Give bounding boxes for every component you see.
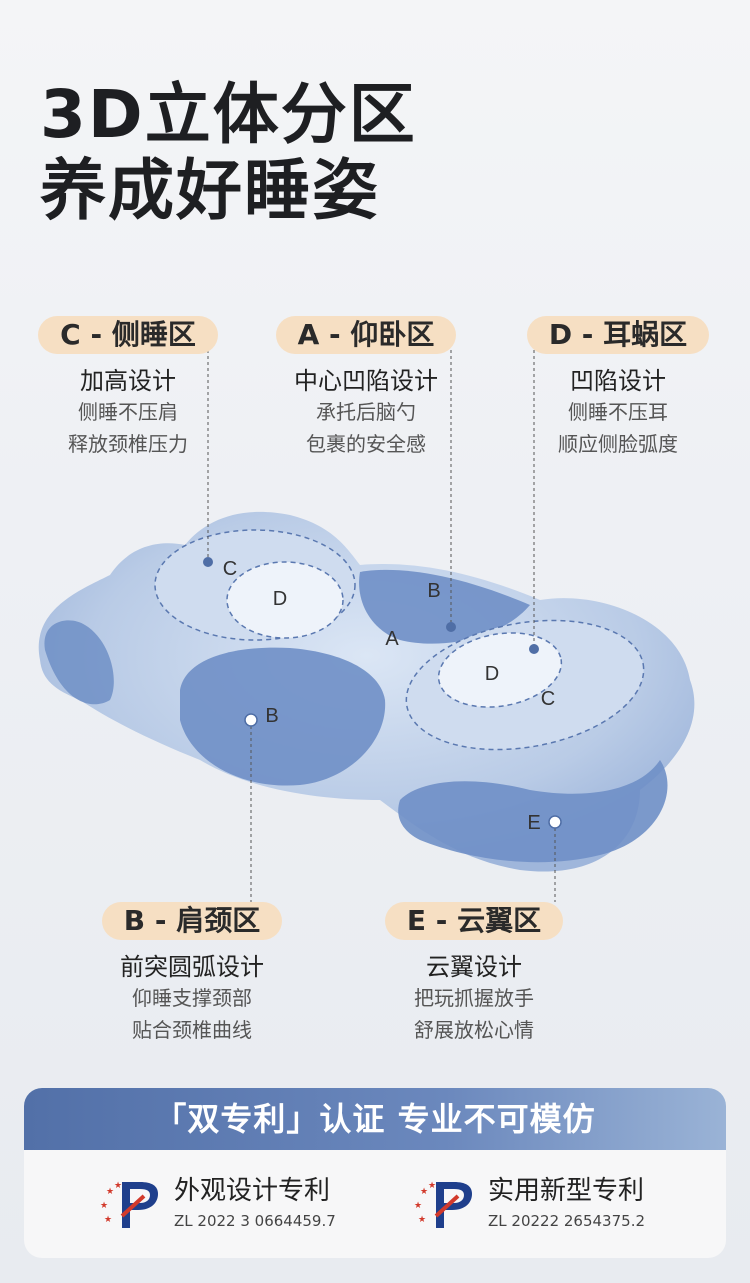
label-d-left: D — [273, 588, 287, 610]
zone-d-right-outline — [437, 632, 563, 708]
wing-left — [44, 620, 114, 705]
zone-e-callout: E - 云翼区 云翼设计 把玩抓握放手 舒展放松心情 — [382, 902, 566, 1046]
zone-e-line-3: 舒展放松心情 — [414, 1018, 534, 1042]
patent-utility-name: 实用新型专利 — [488, 1176, 645, 1206]
zone-c-tag: C - 侧睡区 — [38, 316, 218, 354]
patent-logo-icon: ★ ★ ★ ★ — [100, 1181, 158, 1228]
label-b-top: B — [427, 580, 440, 602]
patent-design-name: 外观设计专利 — [174, 1176, 331, 1206]
patent-logo-icon: ★ ★ ★ ★ — [414, 1181, 472, 1228]
zone-b-line-2: 仰睡支撑颈部 — [132, 986, 252, 1010]
zone-d-line-3: 顺应侧脸弧度 — [558, 432, 678, 456]
marker-e — [548, 815, 562, 829]
zone-b-left-area — [180, 647, 386, 786]
label-d-right: D — [485, 663, 499, 685]
zone-b-top-area — [359, 569, 530, 644]
marker-b — [244, 713, 258, 727]
svg-text:★: ★ — [414, 1201, 422, 1211]
marker-c — [203, 557, 213, 567]
zone-c-right-outline — [405, 619, 645, 751]
patent-utility-number: ZL 20222 2654375.2 — [488, 1212, 646, 1230]
label-e: E — [527, 812, 540, 834]
zone-e-line-2: 把玩抓握放手 — [414, 986, 534, 1010]
svg-text:★: ★ — [428, 1181, 436, 1191]
marker-d — [529, 644, 539, 654]
zone-c-line-3: 释放颈椎压力 — [68, 432, 188, 456]
zone-a-tag: A - 仰卧区 — [275, 316, 457, 354]
svg-text:★: ★ — [106, 1187, 114, 1197]
zone-d-callout: D - 耳蜗区 凹陷设计 侧睡不压耳 顺应侧脸弧度 — [526, 316, 710, 460]
svg-text:★: ★ — [104, 1215, 112, 1225]
zone-d-line-1: 凹陷设计 — [570, 367, 666, 395]
label-c-left: C — [223, 558, 237, 580]
label-c-right: C — [541, 688, 555, 710]
svg-text:★: ★ — [100, 1201, 108, 1211]
svg-text:★: ★ — [418, 1215, 426, 1225]
headline-line-2: 养成好睡姿 — [40, 152, 380, 229]
zone-a-callout: A - 仰卧区 中心凹陷设计 承托后脑勺 包裹的安全感 — [274, 316, 458, 460]
zone-e-line-1: 云翼设计 — [426, 953, 522, 981]
marker-a — [446, 622, 456, 632]
zone-c-line-2: 侧睡不压肩 — [78, 400, 178, 424]
zone-c-callout: C - 侧睡区 加高设计 侧睡不压肩 释放颈椎压力 — [36, 316, 220, 460]
zone-d-line-2: 侧睡不压耳 — [568, 400, 668, 424]
pillow-body — [38, 511, 695, 872]
patent-item-design: 外观设计专利 ZL 2022 3 0664459.7 — [174, 1176, 336, 1230]
zone-d-left-outline — [226, 561, 344, 639]
zone-d-tag: D - 耳蜗区 — [526, 316, 710, 354]
zone-b-line-3: 贴合颈椎曲线 — [132, 1018, 252, 1042]
label-b-left: B — [265, 705, 278, 727]
label-a: A — [385, 628, 399, 650]
zone-a-line-1: 中心凹陷设计 — [294, 367, 438, 395]
zone-b-line-1: 前突圆弧设计 — [120, 953, 264, 981]
svg-text:★: ★ — [114, 1181, 122, 1191]
zone-a-line-2: 承托后脑勺 — [316, 400, 416, 424]
zone-e-area — [398, 760, 668, 863]
zone-e-tag: E - 云翼区 — [384, 902, 564, 940]
svg-text:★: ★ — [420, 1187, 428, 1197]
zone-c-left-outline — [154, 529, 356, 641]
patent-item-utility: 实用新型专利 ZL 20222 2654375.2 — [488, 1176, 645, 1230]
patent-banner: 「双专利」认证 专业不可模仿 — [24, 1088, 726, 1150]
patent-card: 「双专利」认证 专业不可模仿 ★ ★ ★ ★ 外观设计专利 ZL 2022 3 … — [24, 1088, 726, 1258]
zone-b-callout: B - 肩颈区 前突圆弧设计 仰睡支撑颈部 贴合颈椎曲线 — [100, 902, 284, 1046]
zone-b-tag: B - 肩颈区 — [101, 902, 283, 940]
headline-line-1: 3D立体分区 — [40, 76, 417, 153]
patent-design-number: ZL 2022 3 0664459.7 — [174, 1212, 336, 1230]
zone-a-line-3: 包裹的安全感 — [306, 432, 426, 456]
zone-c-line-1: 加高设计 — [80, 367, 176, 395]
